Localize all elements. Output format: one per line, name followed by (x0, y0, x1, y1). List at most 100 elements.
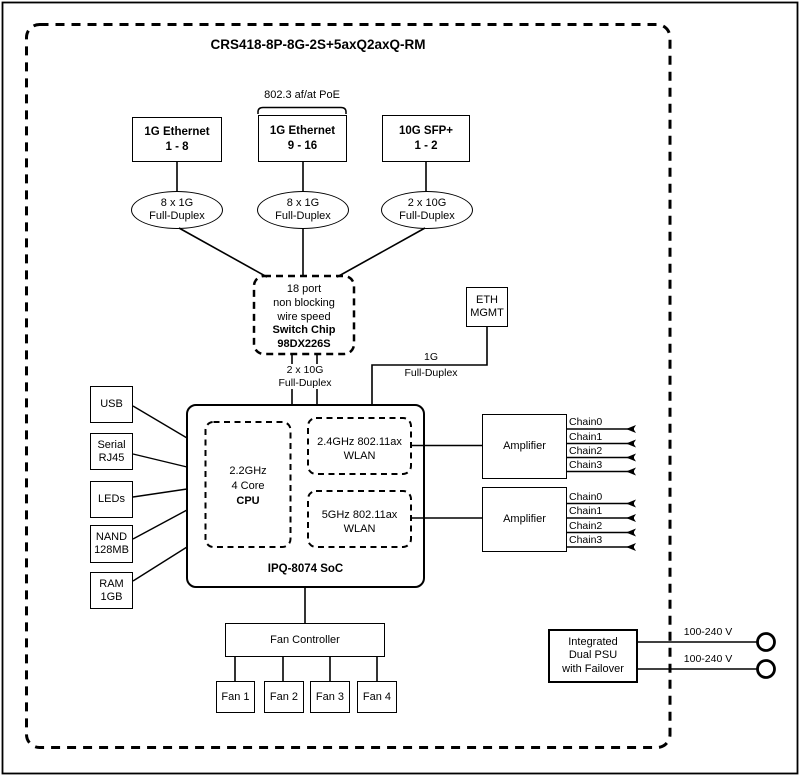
cpu-cores: 4 Core (231, 480, 265, 492)
amplifier-label: Amplifier (503, 440, 546, 452)
link-ellipse-2: 8 x 1G Full-Duplex (257, 191, 349, 229)
port-box-1g-eth-9-16: 1G Ethernet 9 - 16 (258, 115, 347, 162)
ellipse-to-switch-lines (178, 227, 426, 278)
mgmt-to-soc-line (371, 327, 488, 405)
antenna-arrowheads (626, 425, 636, 551)
link-ellipse-1: 8 x 1G Full-Duplex (131, 191, 223, 229)
fan-1-box: Fan 1 (216, 681, 255, 713)
switch-chip-block: 18 port non blocking wire speed Switch C… (254, 283, 354, 352)
fan-label: Fan 3 (315, 690, 345, 703)
chain-label: Chain0 (569, 416, 603, 428)
switch-chip-line2: non blocking (273, 296, 335, 309)
fan-3-box: Fan 3 (310, 681, 350, 713)
link-duplex: Full-Duplex (275, 210, 331, 222)
port-box-line1: 1G Ethernet (269, 124, 336, 137)
peripheral-label: Serial (97, 438, 126, 451)
link-speed: 2 x 10G (286, 364, 324, 376)
poe-bracket (257, 106, 347, 114)
amplifier-2: Amplifier (482, 487, 567, 552)
fan-controller-label: Fan Controller (270, 633, 340, 646)
wlan5-border (307, 490, 412, 548)
port-box-1g-eth-1-8: 1G Ethernet 1 - 8 (132, 117, 222, 162)
fanctl-to-fan-lines (234, 657, 378, 681)
peripheral-label: RAM (99, 577, 124, 590)
chain-label: Chain3 (569, 458, 603, 471)
psu-box: Integrated Dual PSU with Failover (548, 629, 638, 683)
cpu-block: 2.2GHz 4 Core CPU (205, 464, 291, 509)
peripheral-ram: RAM 1GB (90, 572, 133, 609)
link-duplex: Full-Duplex (149, 210, 205, 222)
chain-label: Chain1 (569, 430, 603, 443)
peripheral-sub: 1GB (100, 590, 123, 603)
switch-soc-link-label: 2 x 10G Full-Duplex (276, 364, 334, 389)
cpu-label: CPU (236, 495, 260, 507)
port-box-line1: 10G SFP+ (398, 124, 453, 137)
link-duplex: Full-Duplex (399, 210, 455, 222)
port-box-10g-sfp: 10G SFP+ 1 - 2 (382, 115, 470, 162)
switch-chip-model: 98DX226S (277, 338, 331, 351)
chain-label: Chain1 (569, 505, 603, 517)
chain-label: Chain3 (569, 534, 603, 546)
psu-input-lines (638, 641, 757, 670)
eth-mgmt-line2: MGMT (470, 307, 504, 319)
cpu-border (204, 421, 292, 548)
psu-input-voltage-1: 100-240 V (683, 626, 733, 638)
switch-chip-border (252, 274, 356, 356)
switch-chip-name: Switch Chip (272, 324, 336, 337)
wlan24-border (307, 417, 412, 475)
wlan5-standard: 5GHz 802.11ax (321, 509, 398, 521)
port-box-line2: 1 - 8 (165, 140, 189, 153)
psu-line2: Dual PSU (568, 649, 618, 662)
soc-block: IPQ-8074 SoC (186, 404, 425, 588)
port-box-line2: 1 - 2 (414, 139, 438, 152)
peripheral-label: LEDs (98, 493, 125, 505)
link-speed: 2 x 10G (407, 197, 447, 209)
eth-mgmt-line1: ETH (476, 294, 498, 306)
peripheral-label: USB (100, 398, 123, 410)
link-ellipse-3: 2 x 10G Full-Duplex (381, 191, 473, 229)
peripheral-sub: 128MB (94, 544, 129, 556)
wlan24-label: WLAN (343, 449, 376, 462)
soc-label: IPQ-8074 SoC (267, 563, 344, 575)
fan-label: Fan 1 (221, 690, 250, 703)
power-socket-2 (756, 659, 776, 679)
port-to-ellipse-lines (176, 162, 427, 191)
eth-mgmt-box: ETH MGMT (466, 287, 508, 327)
peripheral-lines (132, 405, 188, 582)
peripheral-label: NAND (95, 531, 128, 543)
link-speed: 8 x 1G (286, 197, 320, 209)
fan-label: Fan 2 (269, 690, 299, 703)
psu-line1: Integrated (568, 635, 618, 648)
wlan5-block: 5GHz 802.11ax WLAN (308, 509, 411, 536)
link-speed: 8 x 1G (160, 197, 194, 209)
fan-label: Fan 4 (362, 690, 392, 703)
fan-controller-box: Fan Controller (225, 623, 385, 657)
amplifier-label: Amplifier (503, 513, 546, 525)
switch-chip-line1: 18 port (286, 283, 322, 295)
poe-label: 802.3 af/at PoE (264, 89, 340, 101)
peripheral-serial: Serial RJ45 (90, 433, 133, 470)
peripheral-sub: RJ45 (98, 451, 125, 464)
fan-4-box: Fan 4 (357, 681, 397, 713)
port-box-line1: 1G Ethernet (144, 125, 210, 138)
chassis-dashed-border (25, 23, 672, 749)
peripheral-usb: USB (90, 386, 133, 423)
amplifier-1: Amplifier (482, 414, 567, 479)
wlan24-standard: 2.4GHz 802.11ax (317, 436, 402, 448)
peripheral-nand: NAND 128MB (90, 525, 133, 563)
link-duplex: Full-Duplex (278, 376, 332, 389)
chain-label: Chain0 (569, 490, 603, 503)
wlan5-label: WLAN (343, 522, 376, 535)
fan-2-box: Fan 2 (264, 681, 304, 713)
mgmt-link-duplex: Full-Duplex (404, 367, 458, 379)
mgmt-link-speed: 1G (423, 351, 438, 363)
cpu-clock: 2.2GHz (229, 465, 267, 477)
antenna-chain-lines (567, 428, 634, 548)
chain-label: Chain2 (569, 444, 603, 457)
wlan24-block: 2.4GHz 802.11ax WLAN (308, 436, 411, 463)
psu-input-voltage-2: 100-240 V (683, 653, 733, 665)
port-box-line2: 9 - 16 (287, 139, 318, 152)
